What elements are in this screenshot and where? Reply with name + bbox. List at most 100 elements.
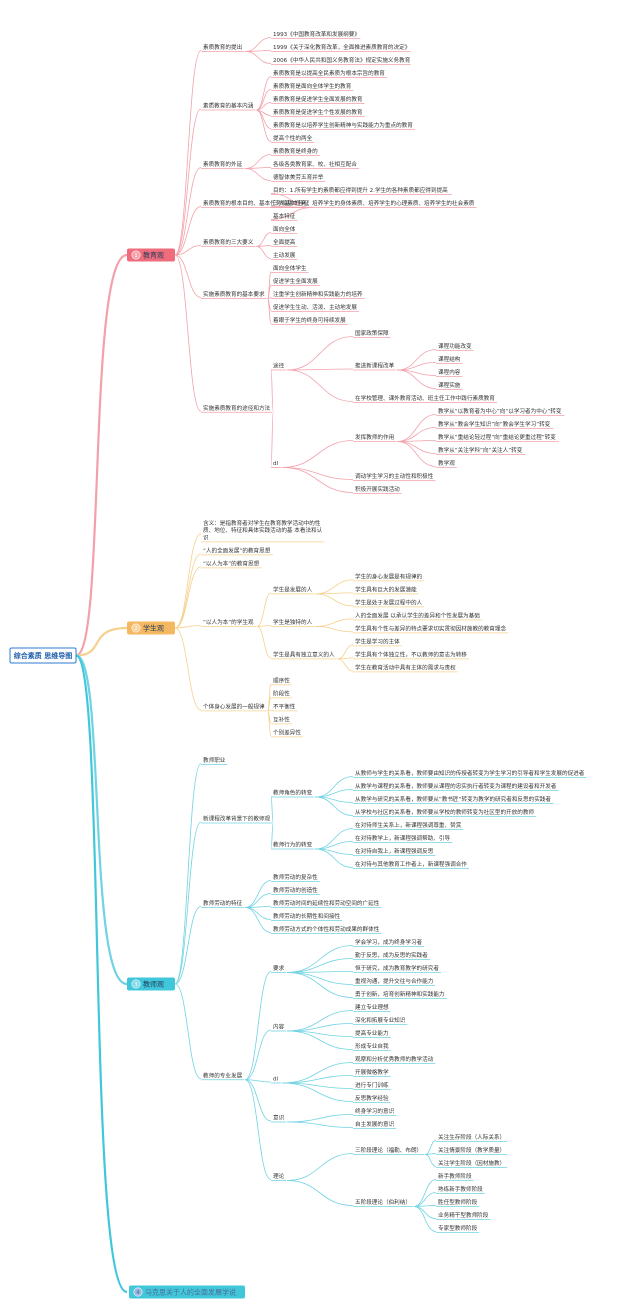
branch-3-item-4-1-4[interactable]: 重视沟通，提升交往与合作能力 [353, 977, 436, 986]
branch-2-item-4-1[interactable]: 学生是发展的人 [271, 585, 315, 595]
branch-1-item-7-2-1[interactable]: 发挥教师的作用 [353, 433, 397, 442]
branch-3-item-2-1-4[interactable]: 从学校与社区的关系看，教师要从学校的教师转变为社区型的开放的教师 [353, 808, 537, 817]
branch-2-item-4-1-2[interactable]: 学生具有巨大的发展潜能 [353, 585, 419, 595]
branch-3-item-4-5-2[interactable]: 五阶段理论（伯利纳） [353, 1198, 413, 1207]
branch-3-item-4-4-1[interactable]: 终身学习的意识 [353, 1107, 397, 1116]
branch-3-item-4-5-2-3[interactable]: 胜任型教师阶段 [436, 1198, 480, 1207]
branch-1-item-4-1[interactable]: 目的：1.所有学生的素质都应得到提升 2.学生的各种素质都应得到提高 [271, 186, 452, 195]
branch-3-item-4-3[interactable]: dl [271, 1077, 282, 1084]
branch-1-item-7-2[interactable]: dl [271, 461, 282, 468]
branch-1-item-7-1-2-1[interactable]: 课程功能改变 [436, 342, 474, 351]
branch-1-item-7-1-1[interactable]: 国家政策保障 [353, 329, 391, 338]
branch-3-item-1[interactable]: 教师职业 [201, 756, 228, 765]
branch-3-item-3-2[interactable]: 教师劳动的创造性 [271, 886, 320, 895]
branch-2-item-4-2-2[interactable]: 学生具有个性与差异的特点要求切实贯彻因材施教的教育理念 [353, 624, 509, 634]
branch-2-item-4-1-3[interactable]: 学生是处于发展过程中的人 [353, 598, 425, 608]
branch-3-item-4-2-3[interactable]: 提高专业能力 [353, 1029, 391, 1038]
branch-1-item-7-2-1-2[interactable]: 教学从“教会学生知识”向“教会学生学习”转变 [436, 420, 554, 429]
branch-1-item-7-1-2-2[interactable]: 课程结构 [436, 355, 463, 364]
branch-3-item-4-5-2-4[interactable]: 业务精干型教师阶段 [436, 1211, 491, 1220]
branch-1-item-2-6[interactable]: 提高个性的两全 [271, 134, 315, 143]
branch-3-item-4-1-3[interactable]: 恒于研究，成为教育教学的研究者 [353, 964, 441, 973]
branch-3-item-2-1[interactable]: 教师角色的转变 [271, 789, 315, 798]
branch-1-item-5-2[interactable]: 全面提高 [271, 238, 298, 247]
branch-1-item-6-5[interactable]: 着眼于学生的终身可持续发展 [271, 316, 348, 325]
branch-1-item-1-2[interactable]: 1999《关于深化教育改革，全面推进素质教育的决定》 [271, 43, 411, 52]
branch-3-item-4-1[interactable]: 要求 [271, 964, 287, 973]
branch-3-item-2-2-1[interactable]: 在对待师生关系上，新课程强调尊重、赞赏 [353, 821, 464, 830]
branch-2-item-2[interactable]: “人的全面发展”的教育思想 [201, 546, 273, 556]
branch-3-item-4-5-2-1[interactable]: 新手教师阶段 [436, 1172, 474, 1181]
branch-3-item-2-2-3[interactable]: 在对待自我上，新课程强调反思 [353, 847, 436, 856]
branch-1-item-6-4[interactable]: 促进学生生动、活泼、主动地发展 [271, 303, 359, 312]
branch-3-item-4-4-2[interactable]: 自主发展的意识 [353, 1120, 397, 1129]
branch-2-item-5-1[interactable]: 顺序性 [271, 676, 292, 686]
branch-1-item-6-2[interactable]: 促进学生全面发展 [271, 277, 320, 286]
branch-1-item-2-4[interactable]: 素质教育是促进学生个性发展的教育 [271, 108, 365, 117]
branch-1-item-1[interactable]: 素质教育的提出 [201, 43, 245, 52]
branch-3-item-4[interactable]: 教师的专业发展 [201, 1071, 245, 1081]
branch-2-item-3[interactable]: “以人为本”的教育思想 [201, 559, 262, 569]
branch-2-item-5-4[interactable]: 互补性 [271, 715, 292, 725]
branch-1-item-7-2-2[interactable]: 调动学生学习的主动性和积极性 [353, 472, 436, 481]
branch-2-item-4-1-1[interactable]: 学生的身心发展是有规律的 [353, 572, 425, 582]
branch-1-item-7-2-1-4[interactable]: 教学从“关注学科”向“关注人”转变 [436, 446, 526, 455]
branch-2-item-4-3-1[interactable]: 学生是学习的主体 [353, 637, 402, 647]
branch-3-item-4-3-1[interactable]: 观摩和分析优秀教师的教学活动 [353, 1055, 436, 1064]
branch-1-item-5[interactable]: 素质教育的三大要义 [201, 238, 256, 247]
branch-3-item-4-5-1-2[interactable]: 关注情景阶段（教学质量） [436, 1146, 508, 1155]
branch-1-item-1-1[interactable]: 1993《中国教育改革和发展纲要》 [271, 30, 361, 39]
branch-1-item-4-3[interactable]: 基本特征 [271, 212, 298, 221]
branch-1-item-7-2-1-5[interactable]: 教学观 [436, 459, 457, 468]
branch-2-item-4-2[interactable]: 学生是独特的人 [271, 618, 315, 627]
branch-1-item-2-3[interactable]: 素质教育是促进学生全面发展的教育 [271, 95, 365, 104]
branch-2-item-4-3-3[interactable]: 学生在教育活动中具有主体的需求与责权 [353, 663, 458, 673]
branch-2-item-5-5[interactable]: 个别差异性 [271, 728, 303, 738]
branch-1-item-7-1-2[interactable]: 推进新课程改革 [353, 362, 397, 371]
branch-3-item-3-5[interactable]: 教师劳动方式的个体性和劳动成果的群体性 [271, 925, 382, 934]
branch-1-item-2[interactable]: 素质教育的基本内涵 [201, 102, 256, 111]
branch-3-item-2-1-1[interactable]: 从教师与学生的关系看，教师要由知识的传授者转变为学生学习的引导者和学生发展的促进… [353, 769, 587, 778]
branch-1-item-6-3[interactable]: 注重学生创新精神和实践能力的培养 [271, 290, 365, 299]
branch-3-item-2-2-2[interactable]: 在对待教学上，新课程强调帮助、引导 [353, 834, 453, 843]
branch-3-item-4-2-4[interactable]: 形成专业自我 [353, 1042, 391, 1051]
branch-2-item-4-2-1[interactable]: 人的全面发展 以承认学生的差异和个性发展为基础 [353, 611, 482, 621]
branch-1-item-7-1-2-3[interactable]: 课程内容 [436, 368, 463, 377]
branch-2-item-5[interactable]: 个体身心发展的一般规律 [201, 702, 267, 712]
branch-1-item-1-3[interactable]: 2006《中华人民共和国义务教育法》规定实施义务教育 [271, 56, 411, 65]
branch-1-item-6[interactable]: 实施素质教育的基本要求 [201, 290, 267, 299]
branch-3-item-4-5-2-5[interactable]: 专家型教师阶段 [436, 1224, 480, 1233]
branch-3-item-4-1-1[interactable]: 学会学习，成为终身学习者 [353, 938, 425, 947]
branch-2-item-4-3-2[interactable]: 学生具有个体独立性，不以教师的意志为转移 [353, 650, 469, 660]
branch-1-item-7-2-1-1[interactable]: 教学从“以教育者为中心”向“以学习者为中心”转变 [436, 407, 565, 416]
branch-1-item-2-2[interactable]: 素质教育是面向全体学生的教育 [271, 82, 354, 91]
branch-3-item-2[interactable]: 新课程改革背景下的教师观 [201, 815, 273, 824]
branch-3-item-4-3-3[interactable]: 进行专门训练 [353, 1081, 391, 1090]
branch-2-item-4[interactable]: “以人为本”的学生观 [201, 618, 257, 627]
branch-1-item-7-1[interactable]: 途径 [271, 362, 287, 371]
branch-2-item-1[interactable]: 含义：是指教育者对学生在教育教学活动中的性质、地位、特征和具体实践活动的基 本看… [201, 519, 325, 543]
branch-3-item-4-1-5[interactable]: 勇于创新，培育创新精神和实践能力 [353, 990, 447, 999]
branch-1-item-4-2[interactable]: 三大基本任务：培养学生的身体素质、培养学生的心理素质、培养学生的社会素质 [271, 199, 477, 208]
branch-3-item-4-5-1-1[interactable]: 关注生存阶段（人际关系） [436, 1133, 508, 1142]
branch-3-item-3-3[interactable]: 教师劳动时间的延续性和劳动空间的广延性 [271, 899, 382, 908]
branch-3-item-4-1-2[interactable]: 勤于反思，成为反思的实践者 [353, 951, 430, 960]
branch-3-item-4-5-2-2[interactable]: 熟练新手教师阶段 [436, 1185, 485, 1194]
branch-1-item-3[interactable]: 素质教育的外延 [201, 160, 245, 169]
branch-3-item-4-3-2[interactable]: 开展微格教学 [353, 1068, 391, 1077]
branch-3-item-4-5-1-3[interactable]: 关注学生阶段（因材施教） [436, 1159, 508, 1168]
branch-1-item-7[interactable]: 实施素质教育的途径和方法 [201, 404, 273, 413]
branch-2-item-5-2[interactable]: 阶段性 [271, 689, 292, 699]
branch-1-item-5-1[interactable]: 面向全体 [271, 225, 298, 234]
branch-1-item-3-2[interactable]: 各级各类教育家、校、社相互配合 [271, 160, 359, 169]
branch-3-item-4-4[interactable]: 意识 [271, 1114, 287, 1123]
branch-1-item-6-1[interactable]: 面向全体学生 [271, 264, 309, 273]
branch-1-item-2-5[interactable]: 素质教育是以培养学生创新精神与实践能力为重点的教育 [271, 121, 415, 130]
branch-3-item-2-2[interactable]: 教师行为的转变 [271, 841, 315, 850]
branch-3-item-2-1-3[interactable]: 从教学与研究的关系看，教师要从“教书匠”转变为教学的研究者和反思的实践者 [353, 795, 554, 804]
branch-1-item-3-1[interactable]: 素质教育是终身的 [271, 147, 320, 156]
branch-2-item-5-3[interactable]: 不平衡性 [271, 702, 298, 712]
branch-1-item-3-3[interactable]: 德智体美劳五育并举 [271, 173, 326, 182]
